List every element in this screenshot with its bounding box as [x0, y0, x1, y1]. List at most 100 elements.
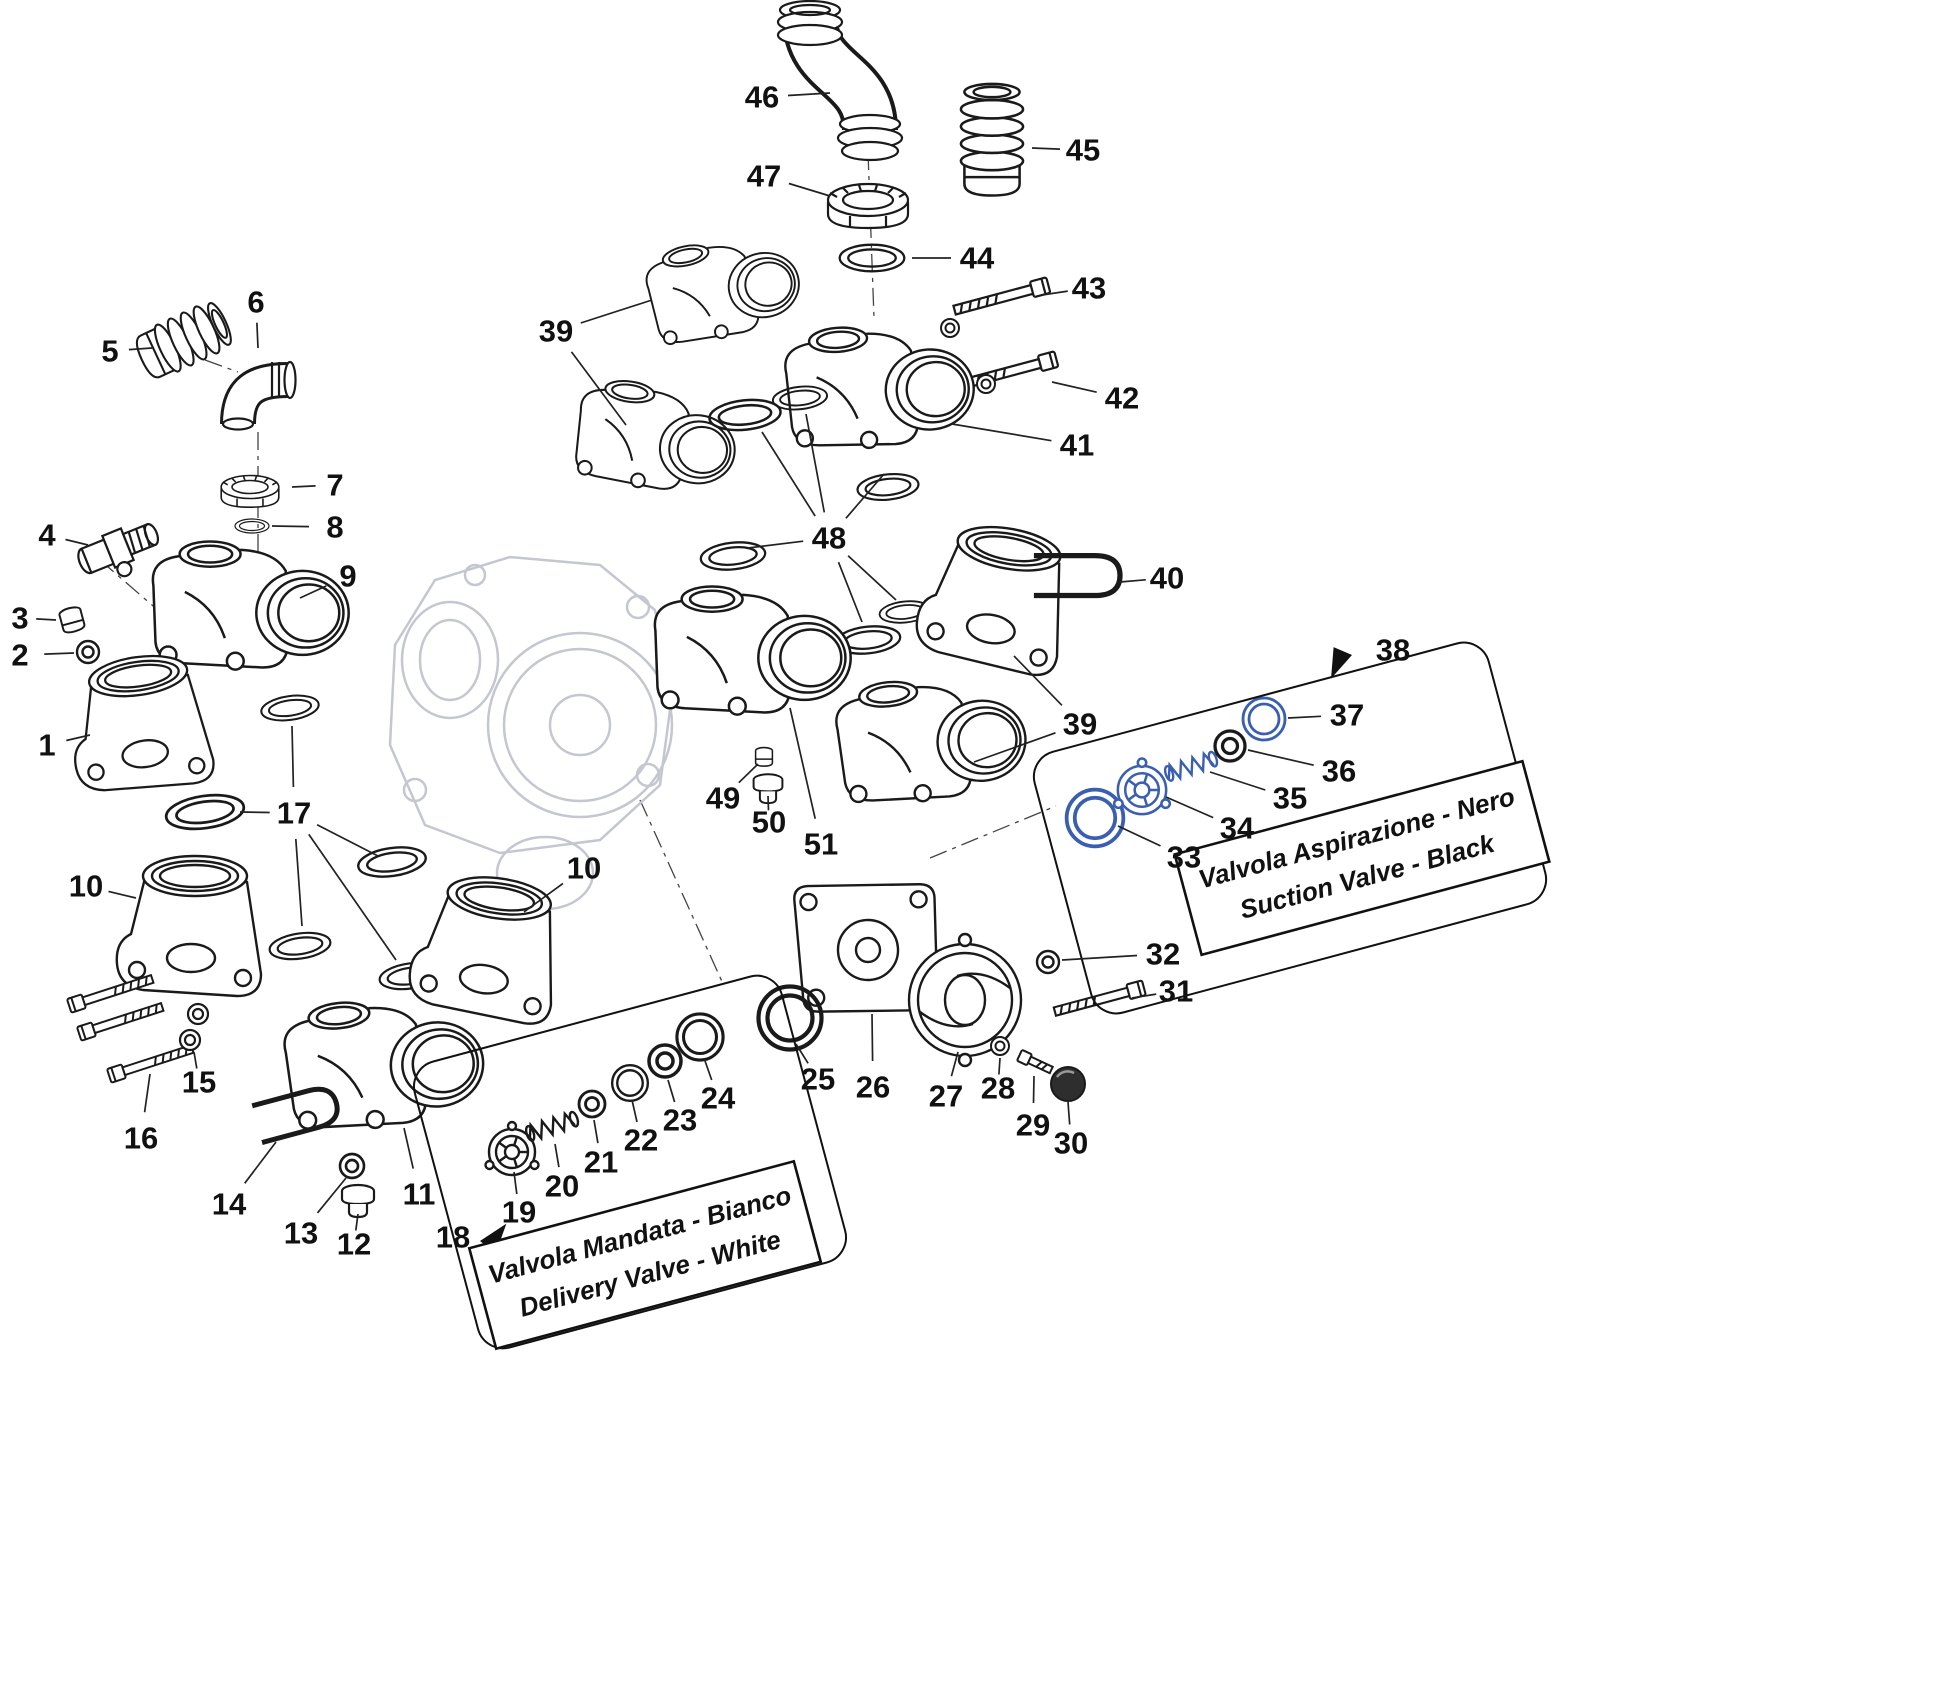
oring-48c: [855, 470, 921, 504]
part-number-48-16: 48: [812, 521, 846, 556]
part-number-19-51: 19: [502, 1195, 536, 1230]
leader-line-10-0: [108, 890, 137, 899]
leader-line-36-0: [1247, 749, 1314, 767]
leader-line-49-0: [738, 763, 759, 784]
leader-line-17-4: [308, 833, 397, 961]
part-number-37-20: 37: [1330, 698, 1364, 733]
part-number-45-2: 45: [1066, 133, 1100, 168]
hose-fitting-5: [130, 296, 238, 385]
leader-line-2-0: [44, 652, 75, 655]
oring-48d: [698, 538, 768, 574]
callout-layer: 4647454443424139657849324840138373635343…: [11, 80, 1410, 1262]
suction-hose-46: [778, 1, 902, 160]
part-number-17-25: 17: [277, 796, 311, 831]
part-number-2-15: 2: [11, 638, 28, 673]
leader-line-46-0: [787, 92, 831, 97]
leader-line-51-0: [789, 707, 817, 819]
part-number-22-48: 22: [624, 1123, 658, 1158]
leader-line-39-0: [1013, 655, 1063, 706]
oring-25: [759, 987, 822, 1050]
part-number-38-19: 38: [1376, 633, 1410, 668]
hose-fitting-45: [959, 82, 1025, 197]
part-number-18-52: 18: [436, 1220, 470, 1255]
ring-nut-47: [826, 182, 910, 230]
part-number-1-18: 1: [38, 728, 55, 763]
part-number-27-36: 27: [929, 1079, 963, 1114]
part-number-39-7: 39: [539, 314, 573, 349]
part-number-34-23: 34: [1220, 811, 1255, 846]
part-number-36-21: 36: [1322, 754, 1356, 789]
plug-49: [754, 746, 774, 767]
elbow-fitting-6: [223, 362, 296, 430]
part-number-33-24: 33: [1167, 840, 1201, 875]
suction-valve-34: [1112, 757, 1172, 816]
delivery-valve-group-outline: [413, 974, 847, 1350]
leader-line-16-0: [143, 1073, 151, 1113]
part-number-24-46: 24: [701, 1081, 736, 1116]
leader-line-1-0: [66, 734, 91, 742]
bolt-16a: [65, 971, 156, 1014]
part-number-11-45: 11: [403, 1177, 436, 1212]
manifold-9: [151, 540, 350, 671]
part-number-23-47: 23: [663, 1103, 697, 1138]
leader-line-28-0: [998, 1057, 1001, 1075]
part-number-13-43: 13: [284, 1216, 318, 1251]
leader-line-25-0: [795, 1043, 809, 1064]
part-number-16-41: 16: [124, 1121, 158, 1156]
leader-line-48-4: [837, 561, 863, 623]
part-number-28-37: 28: [981, 1071, 1015, 1106]
part-number-42-5: 42: [1105, 381, 1139, 416]
leader-line-48-2: [845, 473, 885, 519]
centerline-delivery-group: [639, 799, 725, 987]
part-number-51-30: 51: [804, 827, 838, 862]
leader-line-5-0: [128, 347, 153, 351]
cap-30: [1049, 1065, 1087, 1103]
leader-line-48-1: [805, 413, 826, 513]
leader-line-37-0: [1287, 715, 1322, 719]
leader-line-41-0: [951, 423, 1052, 442]
washer-15b: [186, 1002, 210, 1026]
leader-line-13-0: [316, 1177, 347, 1214]
leader-line-17-0: [239, 811, 270, 814]
oring-37: [1241, 696, 1287, 742]
leader-line-23-0: [667, 1079, 676, 1103]
marker-triangle-38: [1318, 641, 1357, 679]
part-number-6-8: 6: [247, 285, 264, 320]
part-number-41-6: 41: [1060, 428, 1094, 463]
washer-43: [940, 318, 960, 338]
part-number-47-1: 47: [747, 159, 781, 194]
centerline-fitting4: [99, 559, 161, 613]
leader-line-30-0: [1067, 1101, 1071, 1125]
pump-body-faint: [388, 555, 674, 911]
leader-line-42-0: [1051, 381, 1097, 394]
oring-17a: [162, 789, 248, 835]
leader-line-43-0: [1041, 290, 1068, 296]
part-number-25-32: 25: [801, 1062, 835, 1097]
part-number-44-3: 44: [960, 241, 995, 276]
part-number-21-49: 21: [584, 1145, 618, 1180]
part-number-43-4: 43: [1072, 271, 1106, 306]
leader-line-17-2: [294, 838, 303, 927]
delivery-label-box: [467, 1159, 823, 1351]
part-number-31-35: 31: [1159, 974, 1193, 1009]
leader-line-6-0: [256, 322, 259, 349]
centerline-barb5: [204, 359, 239, 373]
washer-23: [647, 1043, 683, 1079]
manifold-11: [279, 987, 491, 1138]
suction-label-box: [1173, 759, 1551, 957]
leader-line-39-0: [580, 299, 653, 324]
washer-36: [1213, 729, 1247, 763]
part-number-26-33: 26: [856, 1070, 890, 1105]
washer-21: [577, 1089, 607, 1119]
part-number-40-17: 40: [1150, 561, 1184, 596]
part-number-49-28: 49: [706, 781, 740, 816]
leader-line-10-0: [523, 882, 564, 913]
washer-2: [75, 639, 101, 665]
leader-line-47-0: [788, 182, 831, 197]
oring-48a: [706, 395, 784, 435]
part-number-32-34: 32: [1146, 937, 1180, 972]
leader-line-17-1: [291, 725, 295, 788]
pump-head-10-left: [115, 854, 263, 998]
part-number-12-44: 12: [337, 1227, 371, 1262]
